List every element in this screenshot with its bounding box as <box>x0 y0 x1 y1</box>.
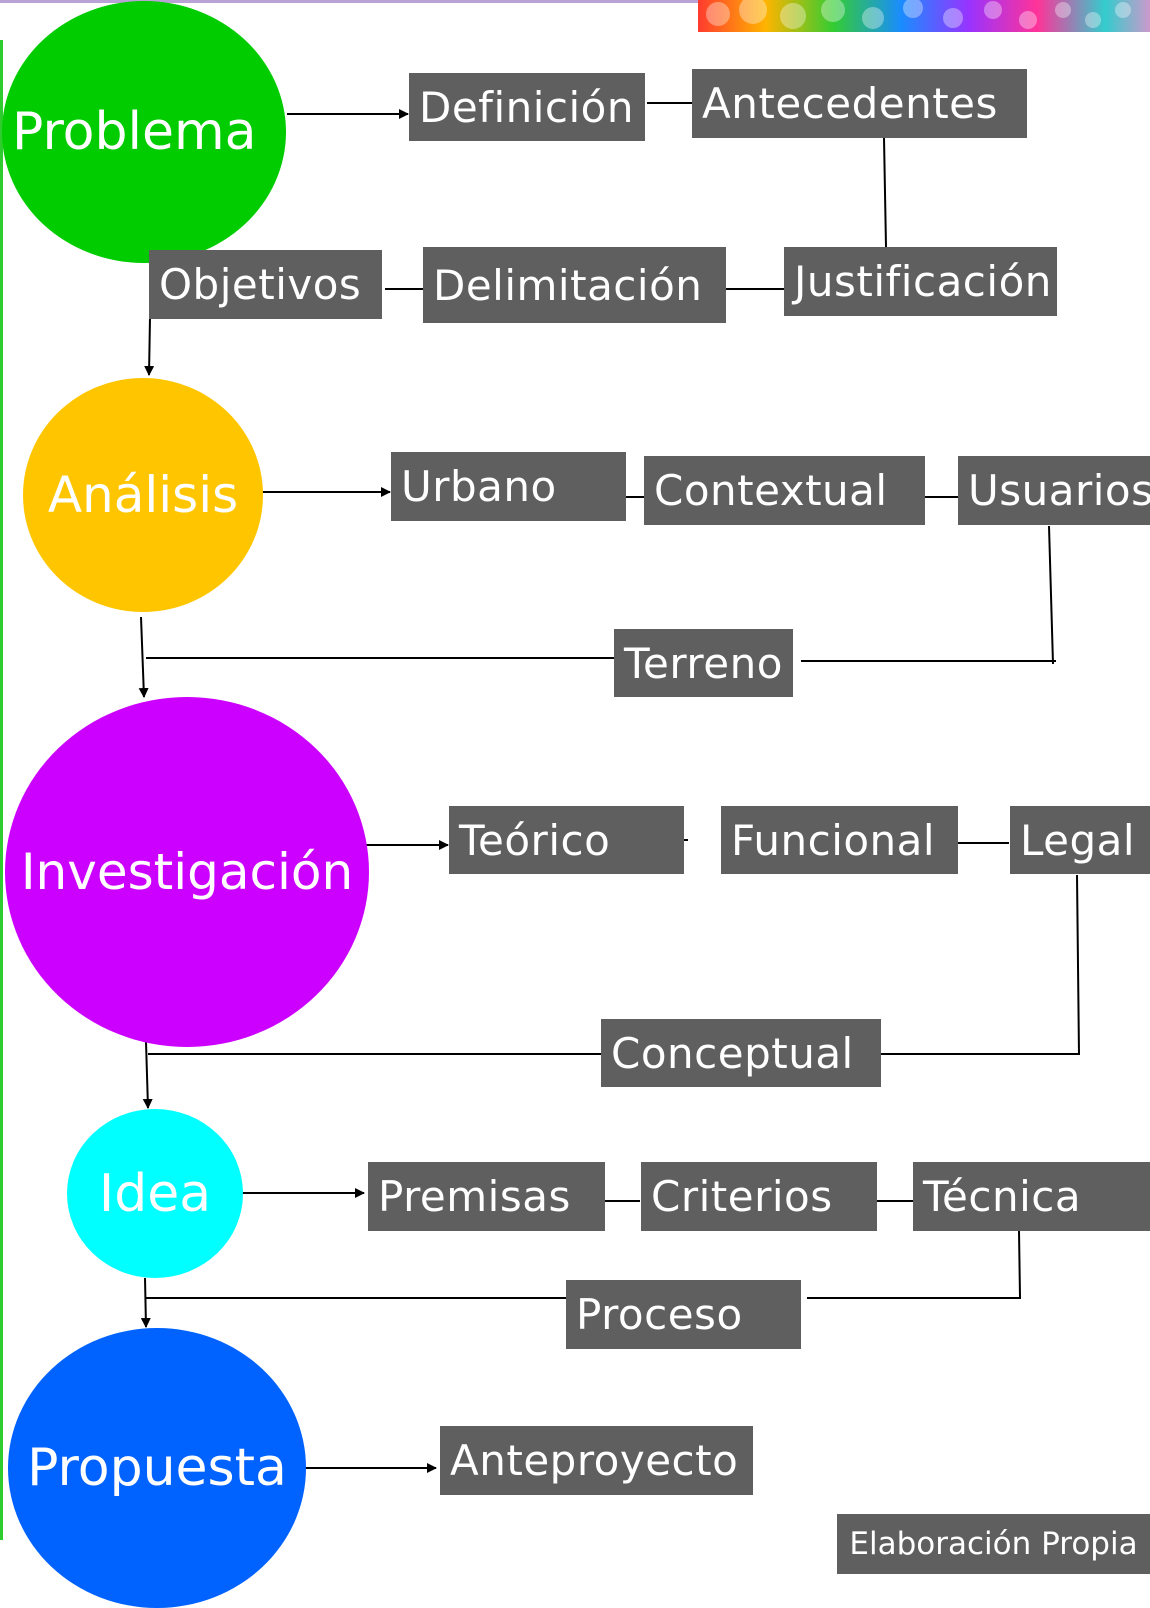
box-proceso: Proceso <box>566 1280 801 1349</box>
colored-spheres-decoration <box>698 0 1150 32</box>
box-conceptual: Conceptual <box>601 1019 881 1087</box>
box-terreno: Terreno <box>614 629 793 697</box>
stage-propuesta-circle: Propuesta <box>8 1328 306 1608</box>
box-anteproyecto: Anteproyecto <box>440 1426 753 1495</box>
credit-label: Elaboración Propia <box>837 1514 1150 1574</box>
box-legal: Legal <box>1010 806 1150 874</box>
box-funcional: Funcional <box>721 806 958 874</box>
left-border-line <box>0 40 3 1540</box>
top-border-line <box>0 0 700 3</box>
box-teorico: Teórico <box>449 806 684 874</box>
stage-problema-circle: Problema <box>2 1 286 263</box>
box-urbano: Urbano <box>391 452 626 521</box>
box-delimitacion: Delimitación <box>423 247 726 323</box>
box-usuarios: Usuarios <box>958 456 1150 525</box>
box-contextual: Contextual <box>644 456 925 525</box>
box-justificacion: Justificación <box>784 247 1057 316</box>
box-objetivos: Objetivos <box>149 250 382 319</box>
box-premisas: Premisas <box>368 1162 605 1231</box>
box-antecedentes: Antecedentes <box>692 69 1027 138</box>
box-definicion: Definición <box>409 73 645 141</box>
stage-idea-circle: Idea <box>67 1109 243 1278</box>
box-tecnica: Técnica <box>913 1162 1150 1231</box>
box-criterios: Criterios <box>641 1162 877 1231</box>
stage-analisis-circle: Análisis <box>23 378 263 612</box>
stage-investigacion-circle: Investigación <box>5 697 369 1047</box>
